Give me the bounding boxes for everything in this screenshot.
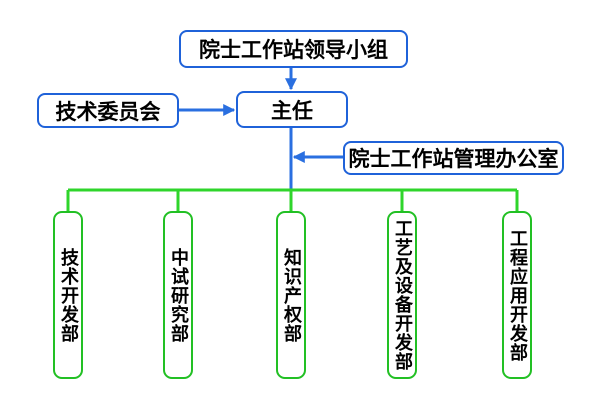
director-box: 主任 [236,91,348,128]
department-label-5: 工程应用开发部 [507,228,528,362]
technical-committee-label: 技术委员会 [55,99,161,124]
management-office-box: 院士工作站管理办公室 [343,141,564,175]
department-box-1: 技术开发部 [53,211,83,379]
department-label-3: 知识产权部 [281,247,302,343]
leading-group-label: 院士工作站领导小组 [199,38,388,62]
department-box-2: 中试研究部 [163,211,193,379]
department-label-2: 中试研究部 [168,247,189,343]
director-label: 主任 [271,98,313,123]
technical-committee-box: 技术委员会 [37,93,179,128]
management-office-label: 院士工作站管理办公室 [348,147,559,171]
department-box-4: 工艺及设备开发部 [387,211,417,379]
leading-group-box: 院士工作站领导小组 [179,30,408,68]
department-box-3: 知识产权部 [276,211,306,379]
department-label-1: 技术开发部 [58,247,79,343]
department-label-4: 工艺及设备开发部 [392,219,413,371]
department-box-5: 工程应用开发部 [502,211,532,379]
